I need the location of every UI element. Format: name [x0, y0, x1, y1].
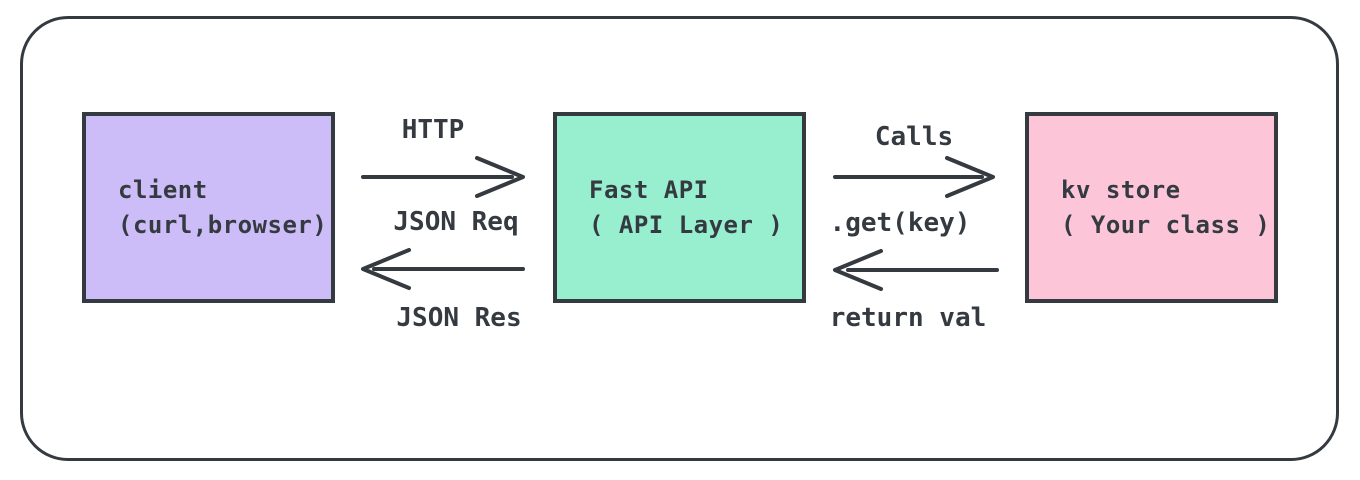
edge-label-http: HTTP — [401, 115, 465, 145]
node-kvstore-label-line2: ( Your class ) — [1061, 210, 1271, 239]
edge-label-calls: Calls — [874, 122, 954, 152]
edge-label-get-key: .get(key) — [829, 208, 971, 238]
node-kvstore: kv store ( Your class ) — [1025, 112, 1278, 303]
edge-label-json-req: JSON Req — [393, 207, 519, 237]
node-client-label-line2: (curl,browser) — [118, 210, 328, 239]
arrow-kvstore-to-fastapi — [833, 249, 999, 291]
outer-frame — [20, 16, 1339, 461]
edge-label-return-val: return val — [829, 303, 987, 333]
node-kvstore-label-line1: kv store — [1061, 175, 1181, 204]
node-fastapi-label-line2: ( API Layer ) — [589, 210, 784, 239]
node-client-label-line1: client — [118, 175, 208, 204]
arrow-fastapi-to-kvstore — [833, 156, 995, 198]
arrow-client-to-fastapi — [361, 156, 525, 198]
arrow-fastapi-to-client — [361, 248, 525, 290]
node-client: client (curl,browser) — [82, 112, 335, 303]
node-fastapi: Fast API ( API Layer ) — [553, 112, 806, 303]
node-fastapi-label-line1: Fast API — [589, 175, 709, 204]
edge-label-json-res: JSON Res — [396, 303, 522, 333]
